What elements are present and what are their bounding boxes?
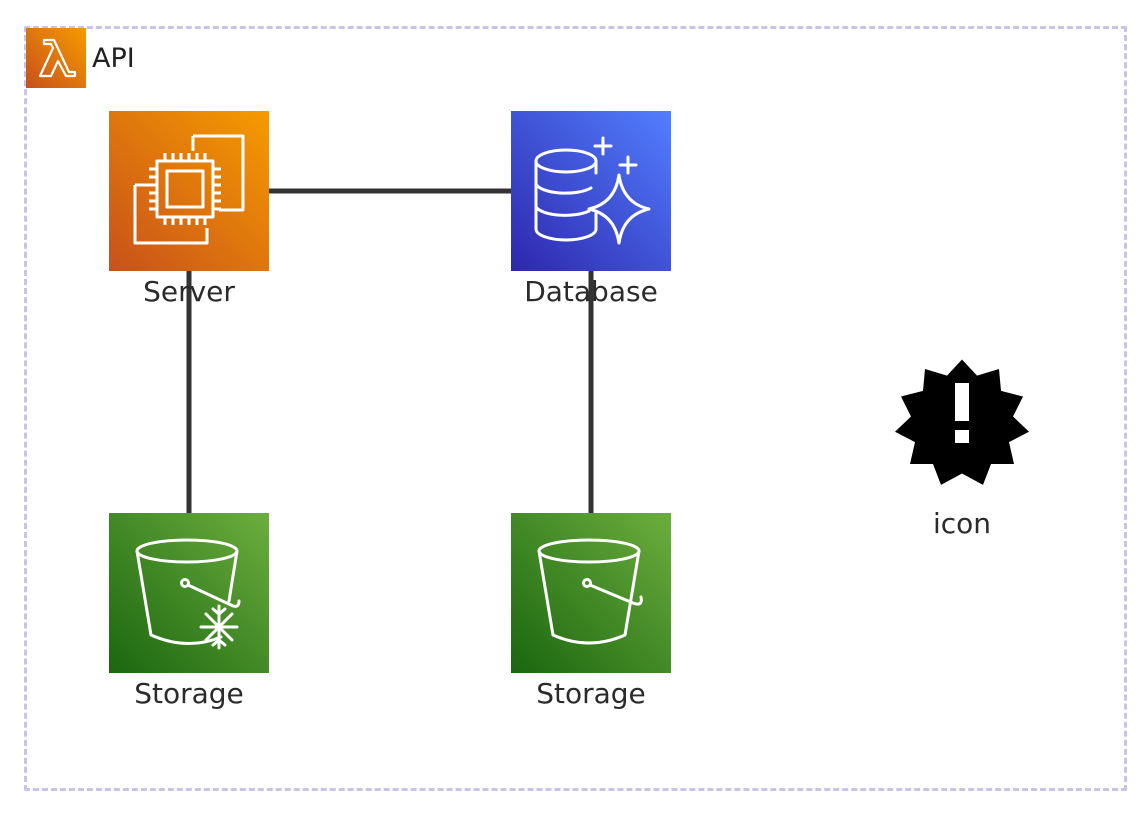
server-node[interactable] xyxy=(109,111,269,271)
database-node[interactable] xyxy=(511,111,671,271)
storage-bucket-node[interactable] xyxy=(511,513,671,673)
alert-badge-icon xyxy=(895,359,1029,485)
api-group-boundary xyxy=(24,26,1127,791)
aurora-database-icon xyxy=(511,111,671,271)
storage-glacier-node[interactable] xyxy=(109,513,269,673)
database-label: Database xyxy=(524,275,658,308)
s3-glacier-bucket-icon xyxy=(109,513,269,673)
group-title: API xyxy=(92,43,135,74)
ec2-instances-icon xyxy=(109,111,269,271)
server-label: Server xyxy=(143,275,235,308)
lambda-icon xyxy=(26,28,86,88)
alert-node[interactable] xyxy=(882,345,1042,505)
alert-label: icon xyxy=(932,507,992,540)
s3-bucket-icon xyxy=(511,513,671,673)
storage-glacier-label: Storage xyxy=(134,677,244,710)
storage-bucket-label: Storage xyxy=(536,677,646,710)
